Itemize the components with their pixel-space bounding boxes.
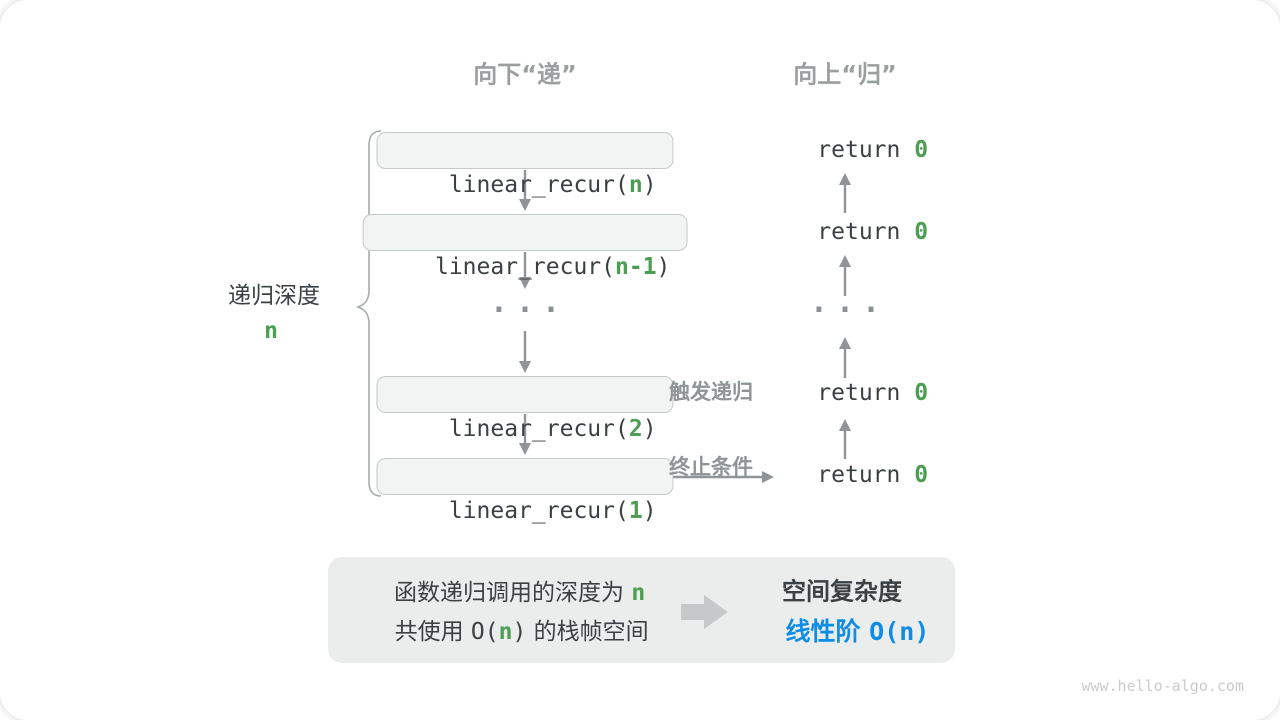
call-code-close: ) — [642, 498, 657, 524]
return-code: return — [817, 380, 915, 406]
call-frame-box-n-1: linear_recur(n-1) — [362, 214, 688, 280]
call-arg: n-1 — [615, 254, 657, 280]
summary-text: 的栈帧空间 — [526, 619, 649, 645]
return-value: 0 — [914, 462, 929, 488]
call-code: linear_recur( — [448, 172, 629, 198]
depth-brace — [355, 130, 382, 497]
return-value: 0 — [914, 137, 929, 163]
complexity-title: 空间复杂度 — [782, 577, 902, 606]
trigger-line-1: 触发递归 — [669, 380, 753, 404]
call-code: linear_recur( — [448, 498, 629, 524]
summary-line-2: 共使用 O(n) 的栈帧空间 — [365, 586, 649, 672]
return-code: return — [817, 137, 915, 163]
watermark: www.hello-algo.com — [1081, 677, 1244, 695]
trigger-label: 触发递归 终止条件 — [669, 330, 753, 530]
big-o-n: n — [498, 619, 513, 645]
return-code: return — [817, 219, 915, 245]
call-arg: 1 — [628, 498, 643, 524]
call-frame-box-n: linear_recur(n) — [376, 132, 674, 198]
summary-text: 共使用 — [394, 619, 471, 645]
call-arg: 2 — [628, 416, 643, 442]
header-return: 向上“归” — [793, 60, 897, 89]
depth-label: 递归深度 — [228, 283, 320, 309]
call-frame-box-1: linear_recur(1) — [376, 458, 674, 524]
return-stmt-4: return 0 — [762, 436, 928, 514]
call-code: linear_recur( — [448, 416, 629, 442]
summary-line-1: 函数递归调用的深度为 n — [365, 547, 645, 633]
return-value: 0 — [914, 380, 929, 406]
return-stmt-1: return 0 — [762, 111, 928, 189]
complexity-order: 线性阶 — [785, 617, 870, 646]
trigger-line-2: 终止条件 — [669, 455, 753, 479]
call-arg: n — [628, 172, 643, 198]
call-code-close: ) — [642, 172, 657, 198]
complexity-value: 线性阶 O(n) — [751, 583, 930, 677]
summary-text: 函数递归调用的深度为 — [394, 580, 632, 606]
big-o-close: ) — [512, 619, 527, 645]
return-ellipsis: ... — [809, 285, 889, 320]
depth-value: n — [264, 318, 278, 344]
summary-n: n — [631, 580, 646, 606]
return-stmt-2: return 0 — [762, 193, 928, 271]
big-o-open: O( — [470, 619, 499, 645]
header-recurse: 向下“递” — [473, 60, 577, 89]
call-code-close: ) — [656, 254, 671, 280]
call-code-close: ) — [642, 416, 657, 442]
complexity-big-o: O(n) — [869, 617, 930, 646]
summary-panel — [328, 557, 955, 663]
return-stmt-3: return 0 — [762, 354, 928, 432]
return-value: 0 — [914, 219, 929, 245]
call-ellipsis: ... — [489, 285, 569, 320]
call-frame-box-2: linear_recur(2) — [376, 376, 674, 442]
call-code: linear_recur( — [434, 254, 615, 280]
return-code: return — [817, 462, 915, 488]
